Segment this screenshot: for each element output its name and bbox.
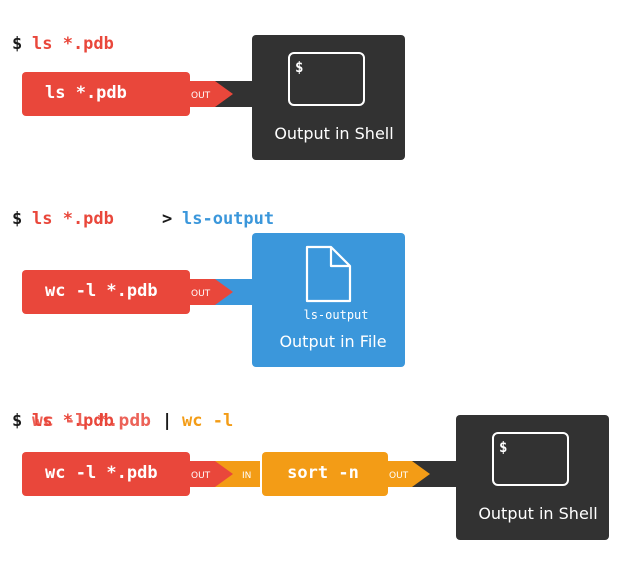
- sort-process-box: [262, 452, 388, 496]
- section-shell-output: $ ls *.pdb ls *.pdb OUT $ Output in Shel…: [12, 34, 405, 160]
- pipe-target-command: wc -l: [182, 411, 233, 431]
- process-label: wc -l *.pdb: [45, 463, 158, 483]
- command-text: ls *.pdb: [32, 209, 114, 229]
- process-box: [22, 270, 190, 314]
- terminal-prompt: $: [295, 60, 303, 76]
- file-name: ls-output: [303, 308, 368, 322]
- process-label: ls *.pdb: [45, 83, 127, 103]
- command-text-overlay: wc -l *.pdb: [32, 411, 151, 431]
- terminal-prompt: $: [499, 440, 507, 456]
- out-label: OUT: [191, 471, 211, 481]
- in-label: IN: [242, 471, 251, 481]
- command-text-first: ls *.pdb: [32, 411, 114, 431]
- file-corner-icon: [329, 247, 350, 268]
- prompt-symbol: $: [12, 411, 22, 431]
- output-caption: Output in Shell: [274, 124, 393, 143]
- out-label: OUT: [191, 91, 211, 101]
- sort-label: sort -n: [287, 463, 359, 483]
- terminal-window-icon: [288, 52, 365, 106]
- section-file-redirect: $ ls *.pdb > ls-output wc -l *.pdb OUT l…: [12, 209, 405, 367]
- out-arrow-2: [385, 461, 430, 487]
- shell-output-box: [456, 415, 609, 540]
- file-icon: [305, 245, 352, 303]
- out-arrow: [185, 81, 233, 107]
- out-arrow: [185, 461, 233, 487]
- process-box: [22, 72, 190, 116]
- terminal-window-icon: [492, 432, 569, 486]
- out-label-2: OUT: [389, 471, 409, 481]
- out-arrow: [185, 279, 233, 305]
- out-label: OUT: [191, 289, 211, 299]
- process-box: [22, 452, 190, 496]
- command-text: ls *.pdb: [32, 34, 114, 54]
- shell-output-box: [252, 35, 405, 160]
- process-label: wc -l *.pdb: [45, 281, 158, 301]
- output-caption: Output in Shell: [478, 504, 597, 523]
- pipe-operator: |: [162, 411, 172, 431]
- section-pipe: $ ls *.pdb wc -l *.pdb | wc -l wc -l *.p…: [12, 411, 609, 540]
- prompt-symbol: $: [12, 34, 22, 54]
- redirect-operator: >: [162, 209, 172, 229]
- prompt-symbol: $: [12, 209, 22, 229]
- output-caption: Output in File: [279, 332, 386, 351]
- redirect-target: ls-output: [182, 209, 274, 229]
